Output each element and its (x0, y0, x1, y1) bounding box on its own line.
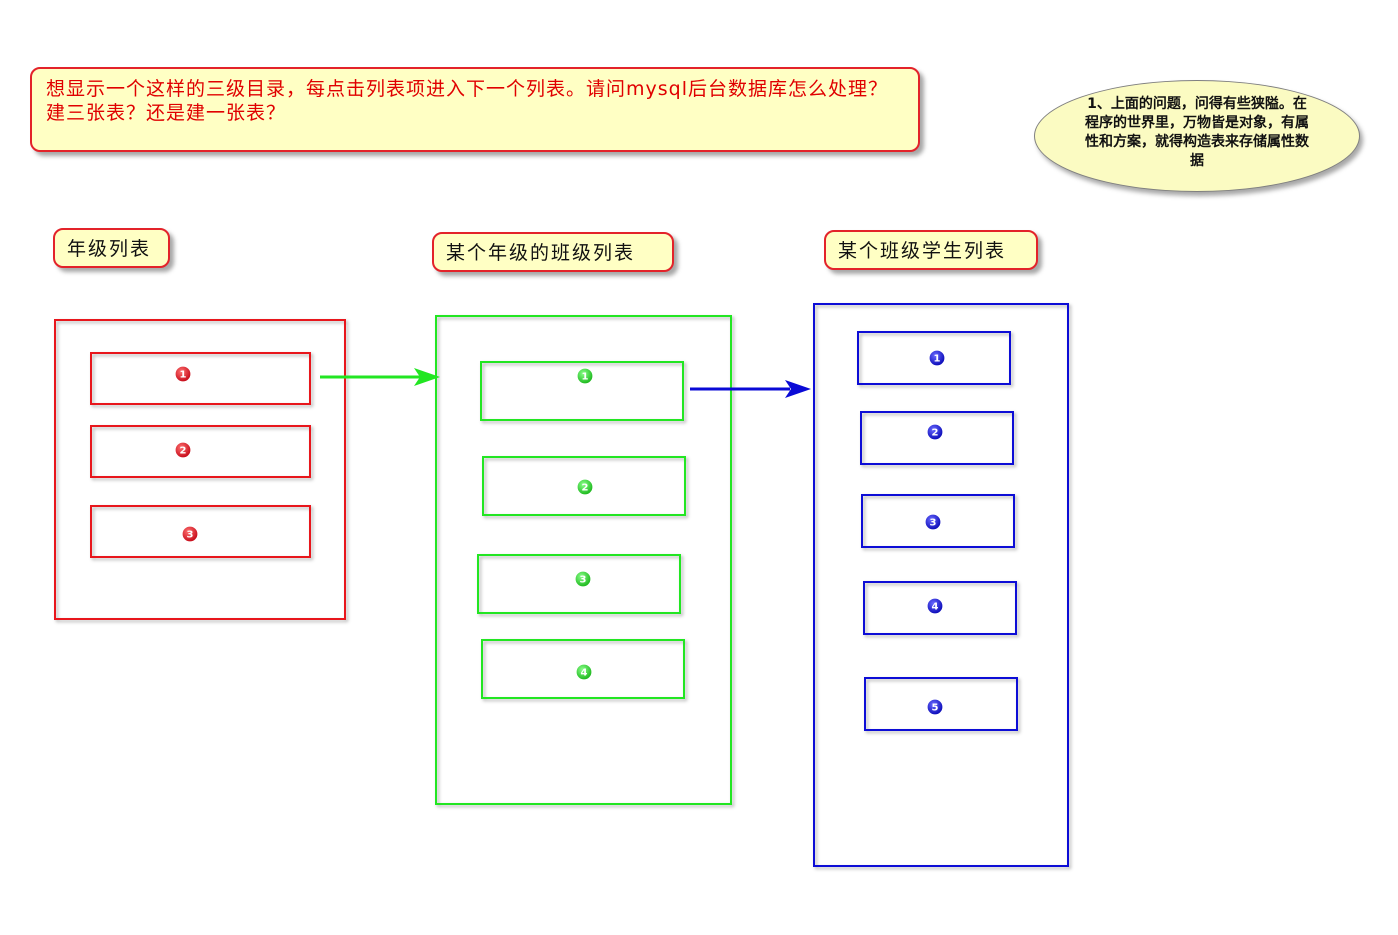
classes-item-number-badge: 2 (576, 478, 594, 496)
classes-list-item-box (482, 456, 686, 516)
classes-item-number: 3 (580, 575, 587, 586)
classes-item-number-badge: 1 (576, 367, 594, 385)
classes-item-number-badge: 3 (574, 570, 592, 588)
classes-list-item-box (477, 554, 681, 614)
students-item-number-badge: 3 (924, 513, 942, 531)
grade-list-label-text: 年级列表 (67, 238, 152, 260)
students-item-number: 1 (934, 354, 941, 365)
grades-list-item-3[interactable]: 3 (90, 505, 311, 558)
grades-list-item-box (90, 505, 311, 558)
students-list-item-2[interactable]: 2 (860, 411, 1014, 465)
grades-list-item-1[interactable]: 1 (90, 352, 311, 405)
students-list-item-5[interactable]: 5 (864, 677, 1018, 731)
grade-to-class-arrow (320, 368, 440, 386)
grades-item-number-badge: 1 (174, 365, 192, 383)
student-list-container (813, 303, 1069, 867)
answer-text: 1、上面的问题，问得有些狭隘。在程序的世界里，万物皆是对象，有属性和方案，就得构… (1085, 96, 1309, 169)
grades-list-item-2[interactable]: 2 (90, 425, 311, 478)
students-list-item-3[interactable]: 3 (861, 494, 1015, 548)
grades-item-number-badge: 2 (174, 441, 192, 459)
classes-list-item-box (480, 361, 684, 421)
question-text: 想显示一个这样的三级目录，每点击列表项进入下一个列表。请问mysql后台数据库怎… (46, 78, 888, 124)
classes-list-item-4[interactable]: 4 (481, 639, 685, 699)
grade-list-label: 年级列表 (53, 228, 170, 268)
classes-list-item-box (481, 639, 685, 699)
students-item-number: 5 (932, 703, 939, 714)
class-list-label-text: 某个年级的班级列表 (446, 242, 636, 264)
classes-item-number-badge: 4 (575, 663, 593, 681)
students-list-item-1[interactable]: 1 (857, 331, 1011, 385)
students-item-number: 2 (932, 428, 939, 439)
classes-list-item-3[interactable]: 3 (477, 554, 681, 614)
students-item-number: 3 (930, 518, 937, 529)
class-list-label: 某个年级的班级列表 (432, 232, 674, 272)
student-list-label-text: 某个班级学生列表 (838, 240, 1007, 262)
answer-bubble: 1、上面的问题，问得有些狭隘。在程序的世界里，万物皆是对象，有属性和方案，就得构… (1034, 80, 1360, 192)
students-item-number-badge: 4 (926, 597, 944, 615)
classes-list-item-2[interactable]: 2 (482, 456, 686, 516)
classes-item-number: 4 (581, 668, 588, 679)
students-list-item-box (857, 331, 1011, 385)
grades-item-number: 2 (180, 446, 187, 457)
classes-item-number: 2 (582, 483, 589, 494)
students-item-number-badge: 1 (928, 349, 946, 367)
grades-list-item-box (90, 352, 311, 405)
student-list-label: 某个班级学生列表 (824, 230, 1038, 270)
students-list-item-box (861, 494, 1015, 548)
grades-item-number: 3 (187, 530, 194, 541)
students-item-number-badge: 2 (926, 423, 944, 441)
grades-item-number: 1 (180, 370, 187, 381)
students-list-item-box (860, 411, 1014, 465)
students-list-item-4[interactable]: 4 (863, 581, 1017, 635)
classes-item-number: 1 (582, 372, 589, 383)
students-list-item-box (863, 581, 1017, 635)
question-callout: 想显示一个这样的三级目录，每点击列表项进入下一个列表。请问mysql后台数据库怎… (30, 67, 920, 152)
students-list-item-box (864, 677, 1018, 731)
grades-item-number-badge: 3 (181, 525, 199, 543)
students-item-number-badge: 5 (926, 698, 944, 716)
classes-list-item-1[interactable]: 1 (480, 361, 684, 421)
class-list-container (435, 315, 732, 805)
grades-list-item-box (90, 425, 311, 478)
students-item-number: 4 (932, 602, 939, 613)
class-to-student-arrow (690, 380, 811, 398)
grade-list-container (54, 319, 346, 620)
